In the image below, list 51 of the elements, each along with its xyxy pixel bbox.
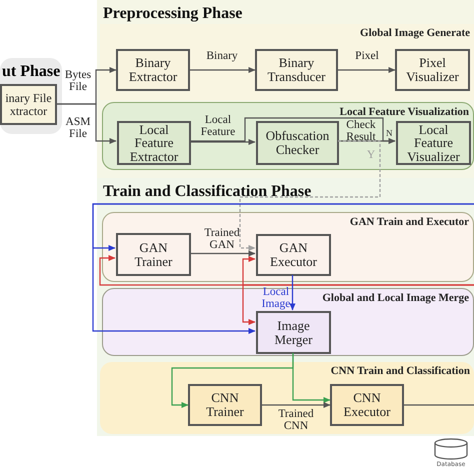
phase-panel [97,0,474,178]
section-panel [100,24,474,100]
arrow [242,284,474,325]
arrow [190,67,256,73]
phase-title: Train and Classification Phase [103,182,312,202]
section-title: CNN Train and Classification [330,364,470,379]
phase-panel [97,178,474,436]
branch-label: N [386,127,392,140]
edge-label: Y [366,150,376,162]
arrow [190,117,396,144]
edge-label: Binary [205,51,239,62]
arrow [290,275,296,310]
arrow [292,353,330,403]
process-box: CNN Trainer [188,384,262,426]
arrow [57,103,116,144]
section-title: Global Image Generate [360,26,470,41]
edge-label: Check Result [345,120,377,143]
phase-title: ut Phase [2,62,60,82]
section-title: Global and Local Image Merge [322,291,469,306]
edge-label: ASM File [64,117,92,140]
edge-label: Trained CNN [277,409,315,432]
arrow [190,139,256,145]
process-box: Pixel Visualizer [395,49,470,91]
arrow [262,402,330,408]
edge-label: Trained GAN [203,228,241,251]
edge-label: Local Feature [200,115,236,138]
phase-title: Preprocessing Phase [103,4,242,24]
process-box: CNN Executor [330,384,404,426]
process-box: Obfuscation Checker [256,121,339,165]
section-panel [102,212,474,282]
process-box: Binary Extractor [116,49,190,91]
process-box: Local Feature Visualizer [396,121,471,165]
section-panel [100,362,474,434]
arrow [92,203,474,334]
arrow [338,67,396,73]
phase-panel [0,58,62,134]
section-title: Local Feature Visualization [340,105,469,120]
process-box: GAN Trainer [116,233,191,276]
edge-label: Bytes File [64,70,92,93]
arrow [190,250,256,256]
edge-label: Pixel [354,51,380,62]
process-box: Image Merger [256,311,331,354]
dashed-arrow [239,140,381,251]
section-panel [102,288,474,356]
section-panel [102,102,474,170]
process-box: Local Feature Extractor [117,121,191,165]
process-box: GAN Executor [256,234,331,276]
edge-label: Local Image [260,287,292,310]
section-title: GAN Train and Executor [350,215,469,230]
process-box: Binary Transducer [255,49,338,91]
process-box: inary File xtractor [0,84,57,125]
